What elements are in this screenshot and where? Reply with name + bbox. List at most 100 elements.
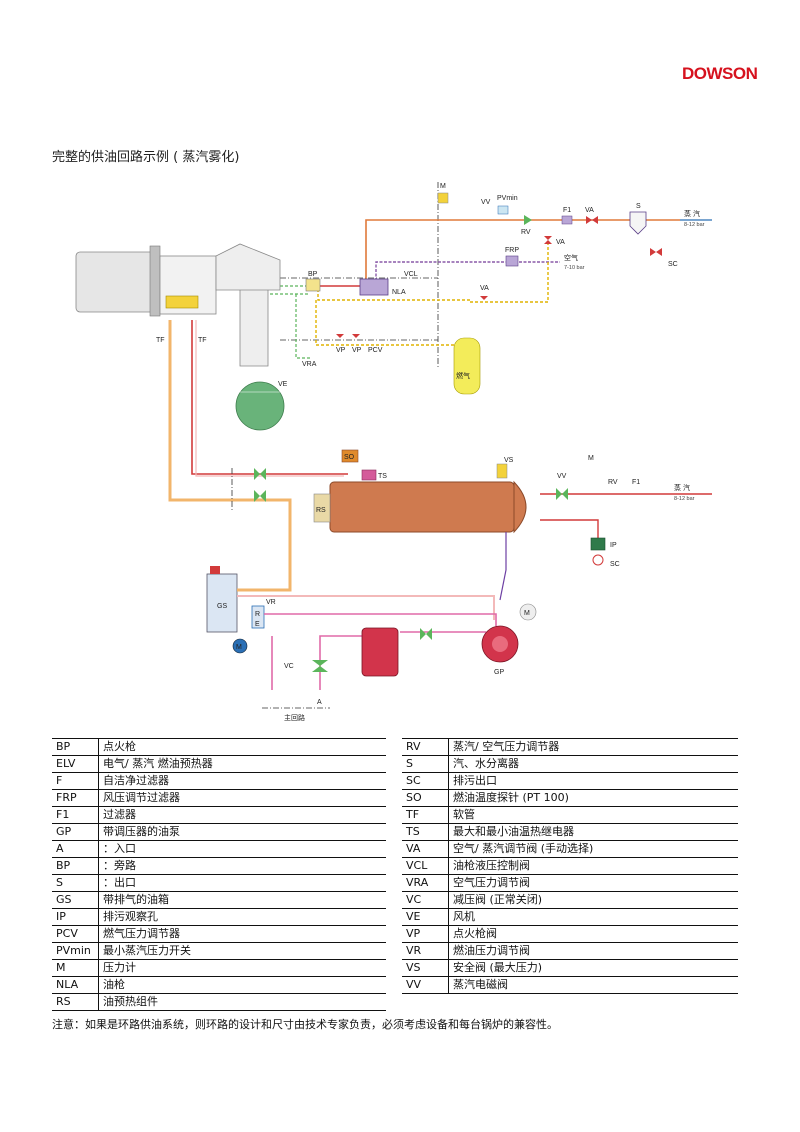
legend-desc: 电气/ 蒸汽 燃油预热器 bbox=[98, 755, 386, 773]
label-pvmin: PVmin bbox=[497, 195, 518, 202]
label-steam-bar-top: 8-12 bar bbox=[684, 222, 705, 228]
legend-desc: 减压阀 (正常关闭) bbox=[448, 891, 738, 909]
legend-desc: 油枪液压控制阀 bbox=[448, 857, 738, 875]
legend-row: S：出口 bbox=[52, 874, 386, 892]
label-vp-1: VP bbox=[336, 347, 346, 354]
label-vr: VR bbox=[266, 599, 276, 606]
legend-code: F1 bbox=[52, 806, 99, 824]
legend-code: ELV bbox=[52, 755, 99, 773]
legend-desc: 排污出口 bbox=[448, 772, 738, 790]
legend-desc: 排污观察孔 bbox=[98, 908, 386, 926]
legend-row: A：入口 bbox=[52, 840, 386, 858]
legend-code: M bbox=[52, 959, 99, 977]
label-steam-bar-mid: 8-12 bar bbox=[674, 496, 695, 502]
legend-code: VE bbox=[402, 908, 449, 926]
legend-code: SO bbox=[402, 789, 449, 807]
legend-desc: 安全阀 (最大压力) bbox=[448, 959, 738, 977]
label-va-top: VA bbox=[585, 207, 594, 214]
legend-code: GP bbox=[52, 823, 99, 841]
label-steam-mid: 蒸 汽 bbox=[674, 483, 690, 492]
legend-desc: 燃油压力调节阀 bbox=[448, 942, 738, 960]
label-air-bar: 7-10 bar bbox=[564, 265, 585, 271]
legend-desc: 燃气压力调节器 bbox=[98, 925, 386, 943]
legend-code: VV bbox=[402, 976, 449, 994]
legend-desc: 蒸汽/ 空气压力调节器 bbox=[448, 738, 738, 756]
label-so: SO bbox=[344, 454, 355, 461]
legend-desc: 空气压力调节阀 bbox=[448, 874, 738, 892]
label-r: R bbox=[255, 611, 260, 618]
legend-desc: 最大和最小油温热继电器 bbox=[448, 823, 738, 841]
label-rv-mid: RV bbox=[608, 479, 618, 486]
legend-desc: 汽、水分离器 bbox=[448, 755, 738, 773]
legend-desc: ：出口 bbox=[98, 874, 386, 892]
label-m-pump: M bbox=[524, 610, 530, 617]
legend-code: BP bbox=[52, 738, 99, 756]
label-vp-2: VP bbox=[352, 347, 362, 354]
label-bp: BP bbox=[308, 271, 318, 278]
label-m-top: M bbox=[440, 183, 446, 190]
label-s: S bbox=[636, 203, 641, 210]
brand-logo: DOWSON bbox=[682, 64, 758, 83]
label-f1-mid: F1 bbox=[632, 479, 640, 486]
legend-code: S bbox=[402, 755, 449, 773]
legend-desc: 空气/ 蒸汽调节阀 (手动选择) bbox=[448, 840, 738, 858]
label-a: A bbox=[317, 699, 322, 706]
legend-code: GS bbox=[52, 891, 99, 909]
legend-desc: 油枪 bbox=[98, 976, 386, 994]
page-title: 完整的供油回路示例 ( 蒸汽雾化) bbox=[52, 150, 240, 165]
label-vc: VC bbox=[284, 663, 294, 670]
label-m-mid: M bbox=[588, 455, 594, 462]
label-pcv: PCV bbox=[368, 347, 383, 354]
legend-code: TF bbox=[402, 806, 449, 824]
legend-desc: 压力计 bbox=[98, 959, 386, 977]
legend-code: TS bbox=[402, 823, 449, 841]
legend-desc: ：入口 bbox=[98, 840, 386, 858]
legend-desc: ：旁路 bbox=[98, 857, 386, 875]
label-vcl: VCL bbox=[404, 271, 418, 278]
label-air: 空气 bbox=[564, 253, 578, 262]
label-e: E bbox=[255, 621, 260, 628]
label-va-low: VA bbox=[480, 285, 489, 292]
legend-code: SC bbox=[402, 772, 449, 790]
legend-desc: 蒸汽电磁阀 bbox=[448, 976, 738, 994]
label-gs: GS bbox=[217, 603, 227, 610]
label-ve: VE bbox=[278, 381, 288, 388]
label-sc-mid: SC bbox=[610, 561, 620, 568]
label-f1-top: F1 bbox=[563, 207, 571, 214]
legend-code: S bbox=[52, 874, 99, 892]
label-tf-1: TF bbox=[156, 337, 165, 344]
label-sc-top: SC bbox=[668, 261, 678, 268]
label-ip: IP bbox=[610, 542, 617, 549]
label-va-mid: VA bbox=[556, 239, 565, 246]
legend-code: BP bbox=[52, 857, 99, 875]
label-steam-top: 蒸 汽 bbox=[684, 209, 700, 218]
label-main-loop: 主回路 bbox=[284, 713, 305, 722]
legend-desc: 油预热组件 bbox=[98, 993, 386, 1011]
legend-code: VRA bbox=[402, 874, 449, 892]
legend-row: BP：旁路 bbox=[52, 857, 386, 875]
legend-desc: 燃油温度探针 (PT 100) bbox=[448, 789, 738, 807]
